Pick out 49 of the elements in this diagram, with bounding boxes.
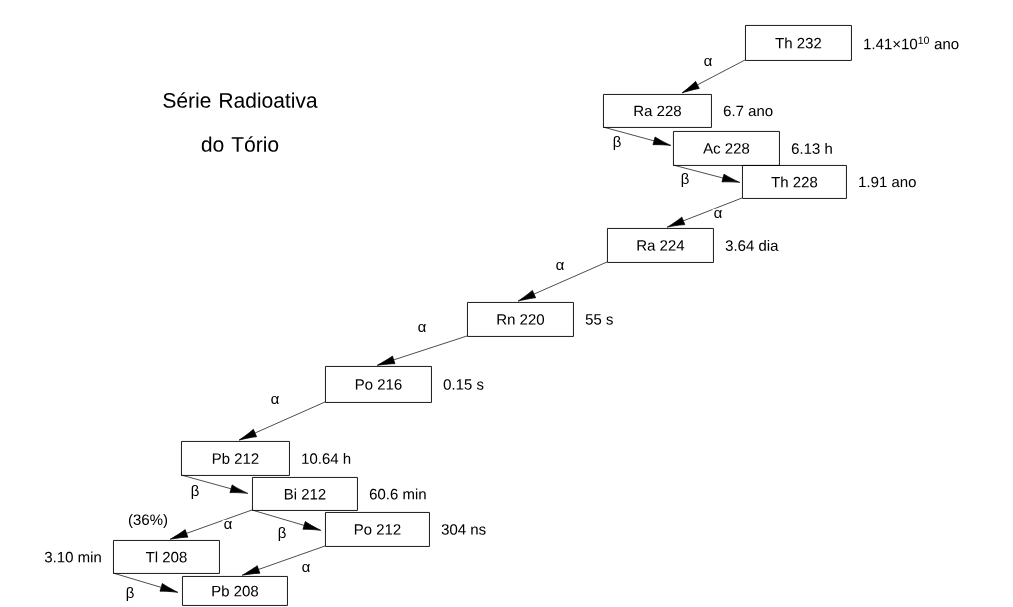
edge-label: β (189, 484, 201, 500)
nuclide-box: Th 232 (745, 25, 852, 61)
edge-label: β (679, 172, 691, 188)
half-life-label: 0.15 s (443, 379, 484, 390)
branch-percentage: (36%) (128, 514, 168, 528)
half-life-label: 10.64 h (302, 452, 351, 464)
half-life-label: 3.10 min (44, 551, 101, 563)
arrow (251, 509, 322, 531)
edge-label: α (416, 322, 428, 334)
arrow (180, 474, 249, 494)
edge-label: α (702, 56, 714, 68)
half-life-label: 6.13 h (791, 142, 832, 154)
edge-label: β (611, 135, 623, 151)
arrow (602, 126, 672, 146)
arrow (169, 509, 253, 540)
edge-label: α (712, 208, 724, 220)
nuclide-box: Rn 220 (467, 302, 574, 337)
nuclide-box: Po 216 (325, 366, 432, 403)
half-life-label: 6.7 ano (723, 105, 773, 117)
title: Série Radioativa do Tório (163, 92, 318, 152)
edge-label: α (269, 394, 281, 406)
arrow (666, 197, 743, 228)
nuclide-box: Bi 212 (252, 477, 358, 511)
arrow (112, 572, 179, 593)
arrow (241, 545, 326, 576)
nuclide-box: Po 212 (325, 512, 430, 547)
half-life-label: 1.41×10$^{10}$ ano (864, 36, 959, 50)
nuclide-box: Pb 208 (182, 576, 288, 606)
nuclide-box: Pb 212 (181, 441, 290, 476)
arrow (672, 164, 741, 183)
arrow (238, 401, 326, 441)
half-life-label: 304 ns (441, 524, 486, 535)
nuclide-box: Tl 208 (113, 540, 220, 574)
edge-label: α (300, 562, 312, 574)
arrow (376, 335, 468, 366)
nuclide-box: Th 228 (742, 165, 847, 199)
edge-label: β (276, 526, 288, 542)
edge-label: α (554, 260, 566, 272)
half-life-label: 3.64 dia (725, 239, 779, 251)
edge-label: α (222, 519, 234, 531)
nuclide-box: Ac 228 (673, 131, 780, 166)
half-life-label: 1.91 ano (859, 176, 916, 188)
nuclide-box: Ra 224 (607, 228, 714, 263)
nuclide-box: Ra 228 (603, 94, 712, 128)
arrow (517, 261, 608, 302)
arrow (681, 59, 746, 94)
half-life-label: 60.6 min (369, 488, 426, 500)
half-life-label: 55 s (585, 314, 613, 325)
edge-label: β (124, 586, 136, 602)
